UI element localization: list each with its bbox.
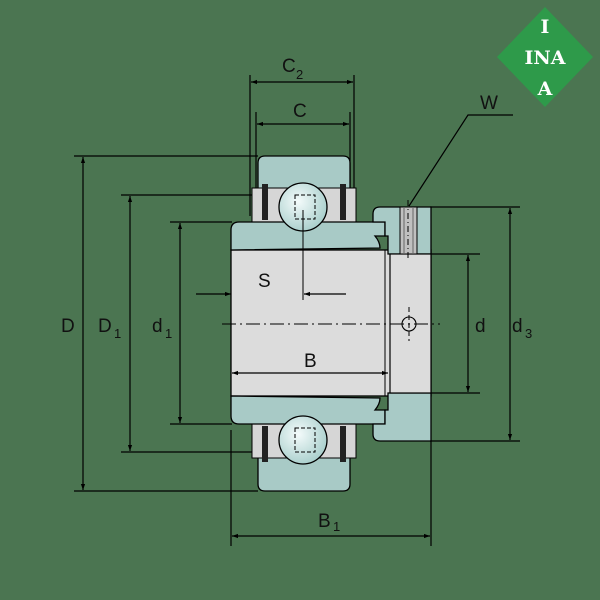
label-S: S	[258, 271, 271, 292]
svg-text:INA: INA	[525, 47, 566, 69]
svg-text:1: 1	[333, 519, 340, 534]
label-D: D	[61, 316, 75, 337]
dimension-lines	[80, 79, 513, 539]
svg-text:A: A	[537, 78, 553, 100]
label-B: B	[304, 351, 317, 372]
dimension-labels: C 2 C W D D 1 d 1 S B d d 3 B 1	[61, 56, 532, 534]
label-d1: d	[152, 316, 163, 337]
label-D1: D	[98, 316, 112, 337]
svg-text:I: I	[541, 16, 550, 38]
label-d: d	[475, 316, 486, 337]
label-w: W	[480, 93, 498, 114]
bearing-body	[222, 155, 440, 492]
svg-text:1: 1	[114, 326, 121, 341]
svg-text:2: 2	[296, 67, 303, 82]
label-c2: C	[282, 56, 296, 77]
label-d3: d	[512, 316, 523, 337]
label-c: C	[293, 101, 307, 122]
label-B1: B	[318, 511, 331, 532]
svg-text:3: 3	[525, 326, 532, 341]
ina-logo: I INA A	[497, 7, 593, 107]
svg-text:1: 1	[165, 326, 172, 341]
